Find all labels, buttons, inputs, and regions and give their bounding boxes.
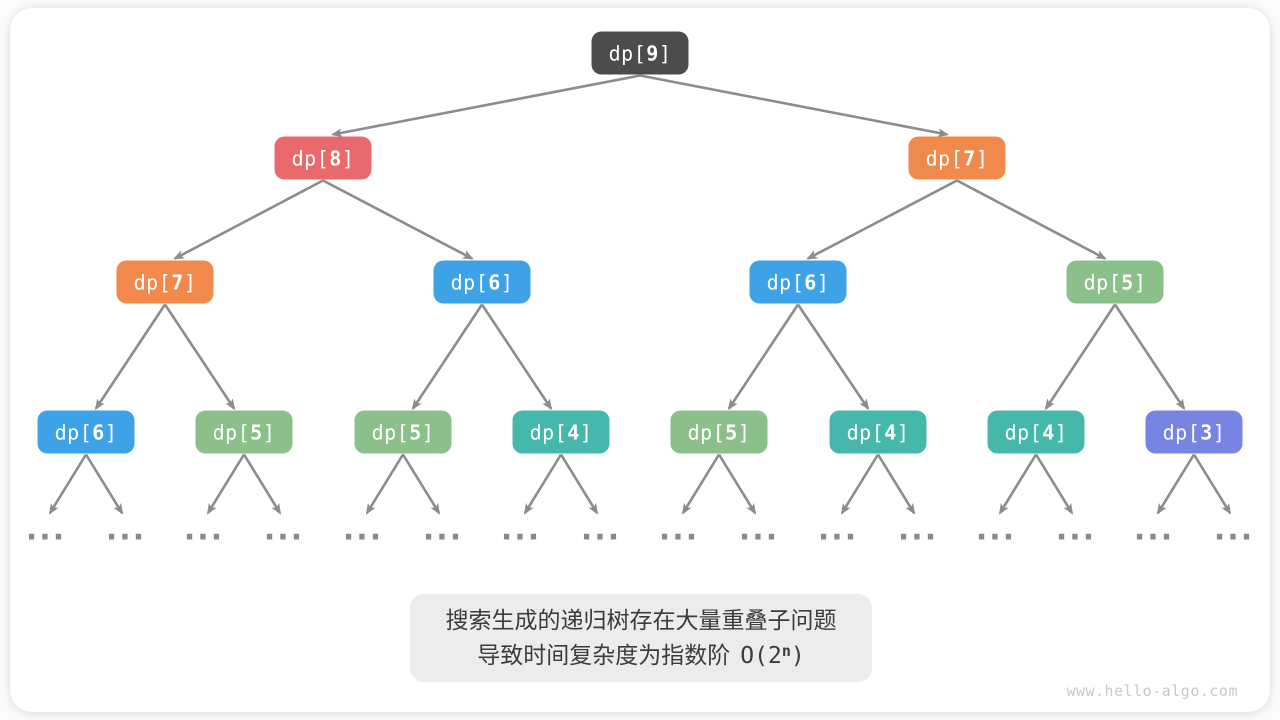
- tree-node-dp-6: dp[6]: [37, 410, 135, 454]
- node-label-suffix: ]: [975, 146, 989, 170]
- node-label-prefix: dp[: [1004, 420, 1043, 444]
- tree-node-dp-4: dp[4]: [512, 410, 610, 454]
- node-label-prefix: dp[: [450, 270, 489, 294]
- node-label-prefix: dp[: [371, 420, 410, 444]
- node-label-prefix: dp[: [291, 146, 330, 170]
- ellipsis: ...: [25, 512, 67, 548]
- node-label-prefix: dp[: [54, 420, 93, 444]
- node-label-digit: 5: [250, 420, 263, 444]
- node-label-prefix: dp[: [212, 420, 251, 444]
- node-label-prefix: dp[: [925, 146, 964, 170]
- node-label-digit: 6: [92, 420, 105, 444]
- tree-node-dp-3: dp[3]: [1145, 410, 1243, 454]
- ellipsis: ...: [500, 512, 542, 548]
- tree-node-dp-6: dp[6]: [433, 260, 531, 304]
- node-label-suffix: ]: [1054, 420, 1068, 444]
- ellipsis: ...: [975, 512, 1017, 548]
- node-label-digit: 7: [171, 270, 184, 294]
- node-label-suffix: ]: [1212, 420, 1226, 444]
- node-label-suffix: ]: [737, 420, 751, 444]
- node-label-digit: 6: [804, 270, 817, 294]
- tree-node-dp-5: dp[5]: [670, 410, 768, 454]
- tree-node-dp-5: dp[5]: [195, 410, 293, 454]
- node-label-prefix: dp[: [608, 41, 647, 65]
- ellipsis: ...: [897, 512, 939, 548]
- tree-node-dp-9: dp[9]: [591, 31, 689, 75]
- complexity-suffix: ): [790, 642, 805, 669]
- ellipsis: ...: [1055, 512, 1097, 548]
- node-label-suffix: ]: [421, 420, 435, 444]
- node-label-suffix: ]: [816, 270, 830, 294]
- ellipsis: ...: [263, 512, 305, 548]
- node-label-digit: 5: [409, 420, 422, 444]
- ellipsis: ...: [342, 512, 384, 548]
- node-label-digit: 5: [725, 420, 738, 444]
- tree-node-dp-5: dp[5]: [1066, 260, 1164, 304]
- node-label-digit: 9: [646, 41, 659, 65]
- node-label-digit: 5: [1121, 270, 1134, 294]
- node-label-suffix: ]: [262, 420, 276, 444]
- node-label-suffix: ]: [104, 420, 118, 444]
- tree-node-dp-6: dp[6]: [749, 260, 847, 304]
- complexity-notation: O(2n): [740, 643, 804, 669]
- node-label-prefix: dp[: [687, 420, 726, 444]
- ellipsis: ...: [817, 512, 859, 548]
- ellipsis: ...: [105, 512, 147, 548]
- complexity-exponent: n: [781, 641, 791, 660]
- node-label-suffix: ]: [1133, 270, 1147, 294]
- tree-node-dp-8: dp[8]: [274, 136, 372, 180]
- ellipsis: ...: [422, 512, 464, 548]
- ellipsis: ...: [1133, 512, 1175, 548]
- tree-node-dp-7: dp[7]: [116, 260, 214, 304]
- node-label-digit: 4: [1042, 420, 1055, 444]
- caption-line-2: 导致时间复杂度为指数阶 O(2n): [477, 640, 804, 672]
- node-label-digit: 6: [488, 270, 501, 294]
- node-label-prefix: dp[: [846, 420, 885, 444]
- node-label-digit: 4: [884, 420, 897, 444]
- ellipsis: ...: [1213, 512, 1255, 548]
- caption-box: 搜索生成的递归树存在大量重叠子问题 导致时间复杂度为指数阶 O(2n): [410, 594, 872, 682]
- node-label-prefix: dp[: [529, 420, 568, 444]
- tree-node-dp-7: dp[7]: [908, 136, 1006, 180]
- node-label-digit: 3: [1200, 420, 1213, 444]
- ellipsis: ...: [658, 512, 700, 548]
- node-label-suffix: ]: [896, 420, 910, 444]
- node-label-prefix: dp[: [766, 270, 805, 294]
- node-label-digit: 8: [329, 146, 342, 170]
- node-label-suffix: ]: [500, 270, 514, 294]
- tree-node-dp-4: dp[4]: [987, 410, 1085, 454]
- node-label-digit: 7: [963, 146, 976, 170]
- ellipsis: ...: [183, 512, 225, 548]
- caption-line-1: 搜索生成的递归树存在大量重叠子问题: [445, 607, 837, 634]
- node-label-suffix: ]: [341, 146, 355, 170]
- node-label-suffix: ]: [579, 420, 593, 444]
- ellipsis: ...: [580, 512, 622, 548]
- caption-line-2-text: 导致时间复杂度为指数阶: [477, 642, 731, 669]
- node-label-digit: 4: [567, 420, 580, 444]
- tree-node-dp-4: dp[4]: [829, 410, 927, 454]
- tree-node-dp-5: dp[5]: [354, 410, 452, 454]
- node-label-prefix: dp[: [1083, 270, 1122, 294]
- node-label-prefix: dp[: [1162, 420, 1201, 444]
- node-label-prefix: dp[: [133, 270, 172, 294]
- node-label-suffix: ]: [658, 41, 672, 65]
- watermark: www.hello-algo.com: [1066, 682, 1238, 700]
- node-label-suffix: ]: [183, 270, 197, 294]
- ellipsis: ...: [738, 512, 780, 548]
- complexity-prefix: O(2: [740, 642, 782, 669]
